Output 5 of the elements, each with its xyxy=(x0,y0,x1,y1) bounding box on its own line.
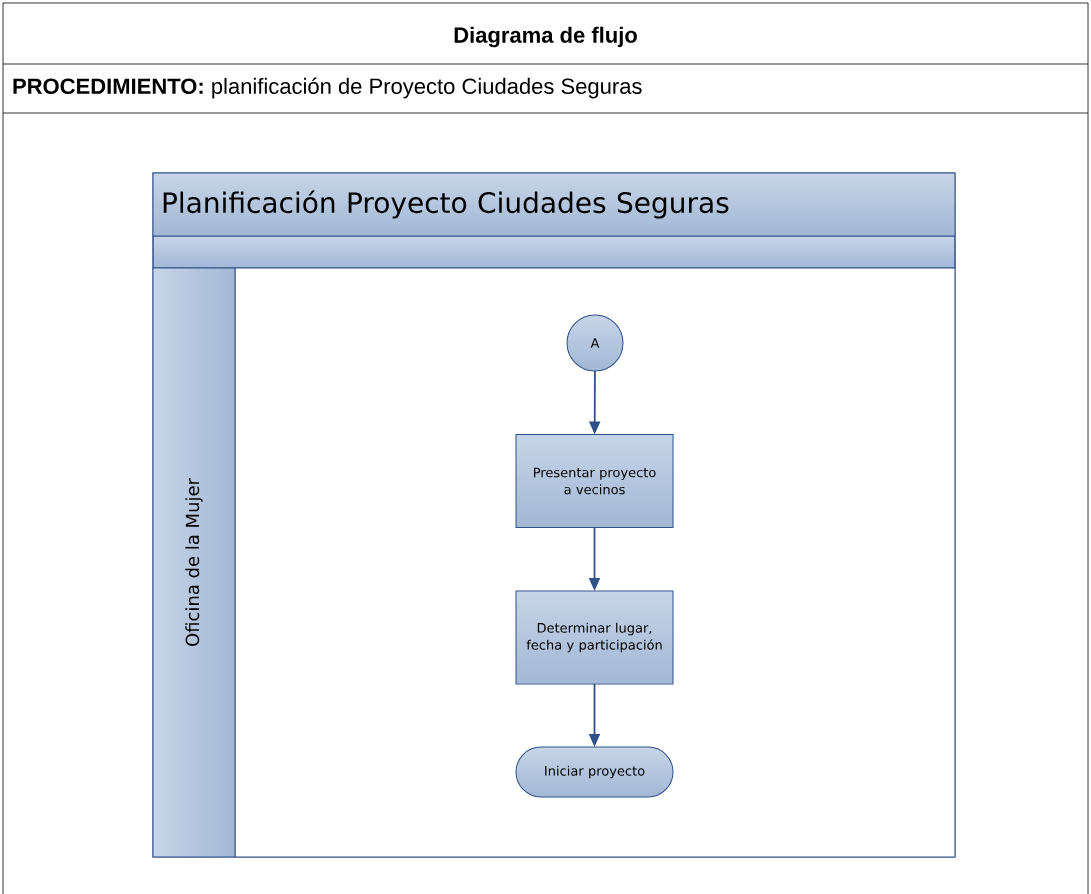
procedure-text: PROCEDIMIENTO: planificación de Proyecto Ciudades Seguras xyxy=(13,77,642,99)
process-box: Determinar lugar, fecha y participación xyxy=(515,590,674,685)
node-label: Oficina de la Mujer xyxy=(185,478,203,646)
process-box: Presentar proyecto a vecinos xyxy=(515,434,674,528)
title: Diagrama de flujo xyxy=(454,26,637,48)
